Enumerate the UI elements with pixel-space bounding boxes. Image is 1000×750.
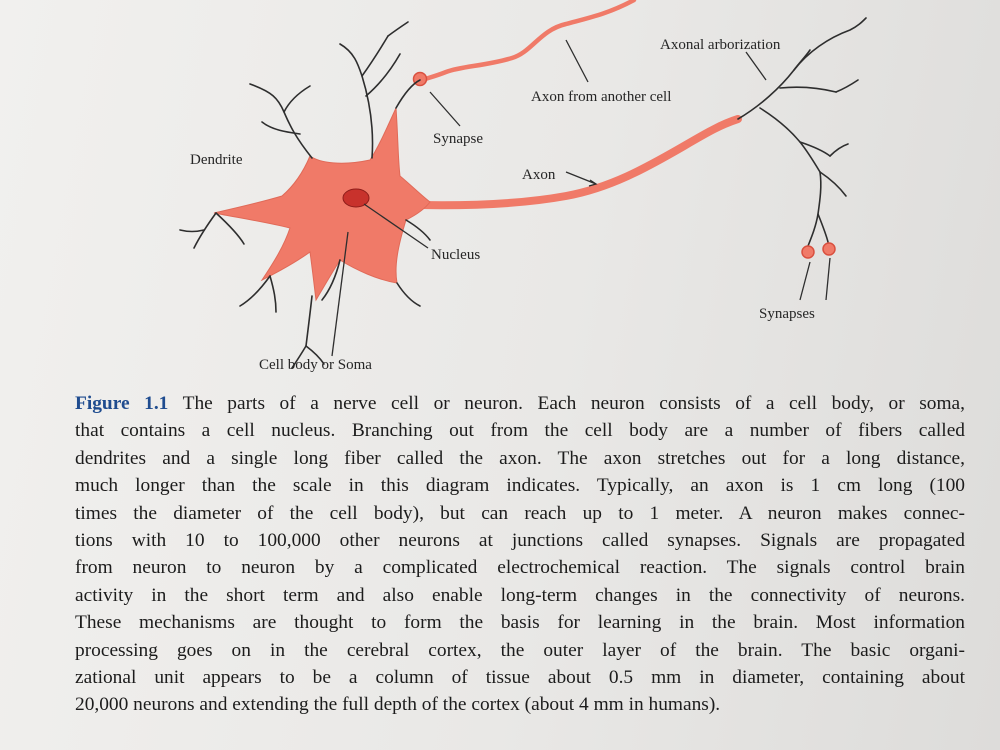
axonal-arborization — [737, 17, 867, 247]
cell-body — [213, 107, 431, 302]
leader-lines — [331, 39, 831, 357]
neuron-diagram: Axonal arborization Axon from another ce… — [179, 0, 867, 373]
caption-line: that contains a cell nucleus. Branching … — [75, 420, 965, 442]
caption-line: much longer than the scale in this diagr… — [75, 475, 965, 497]
figure-caption: Figure 1.1 The parts of a nerve cell or … — [75, 390, 965, 719]
caption-line: zational unit appears to be a column of … — [75, 667, 965, 689]
caption-line: These mechanisms are thought to form the… — [75, 612, 965, 634]
nucleus — [342, 188, 370, 208]
label-axon-from-another-cell: Axon from another cell — [531, 89, 671, 105]
terminal-synapse-bulb — [801, 245, 815, 259]
caption-line: activity in the short term and also enab… — [75, 584, 965, 606]
caption-line: from neuron to neuron by a complicated e… — [75, 557, 965, 579]
dendrites — [179, 21, 431, 369]
caption-line: 20,000 neurons and extending the full de… — [75, 694, 721, 716]
axon-fiber — [414, 115, 742, 210]
label-dendrite: Dendrite — [190, 152, 243, 168]
label-axon: Axon — [522, 167, 556, 183]
caption-line: tions with 10 to 100,000 other neurons a… — [75, 530, 965, 552]
caption-line: times the diameter of the cell body), bu… — [75, 502, 965, 524]
caption-line: processing goes on in the cerebral corte… — [75, 639, 965, 661]
label-axonal-arborization: Axonal arborization — [660, 37, 781, 53]
terminal-synapse-bulb — [822, 242, 836, 256]
label-cell-body: Cell body or Soma — [259, 357, 372, 373]
label-nucleus: Nucleus — [431, 247, 480, 263]
label-synapse: Synapse — [433, 131, 483, 147]
caption-line: Figure 1.1 The parts of a nerve cell or … — [75, 393, 966, 414]
incoming-axon — [419, 0, 637, 83]
figure-label: Figure 1.1 — [75, 393, 169, 414]
caption-line: dendrites and a single long fiber called… — [75, 447, 965, 469]
label-synapses: Synapses — [759, 306, 815, 322]
